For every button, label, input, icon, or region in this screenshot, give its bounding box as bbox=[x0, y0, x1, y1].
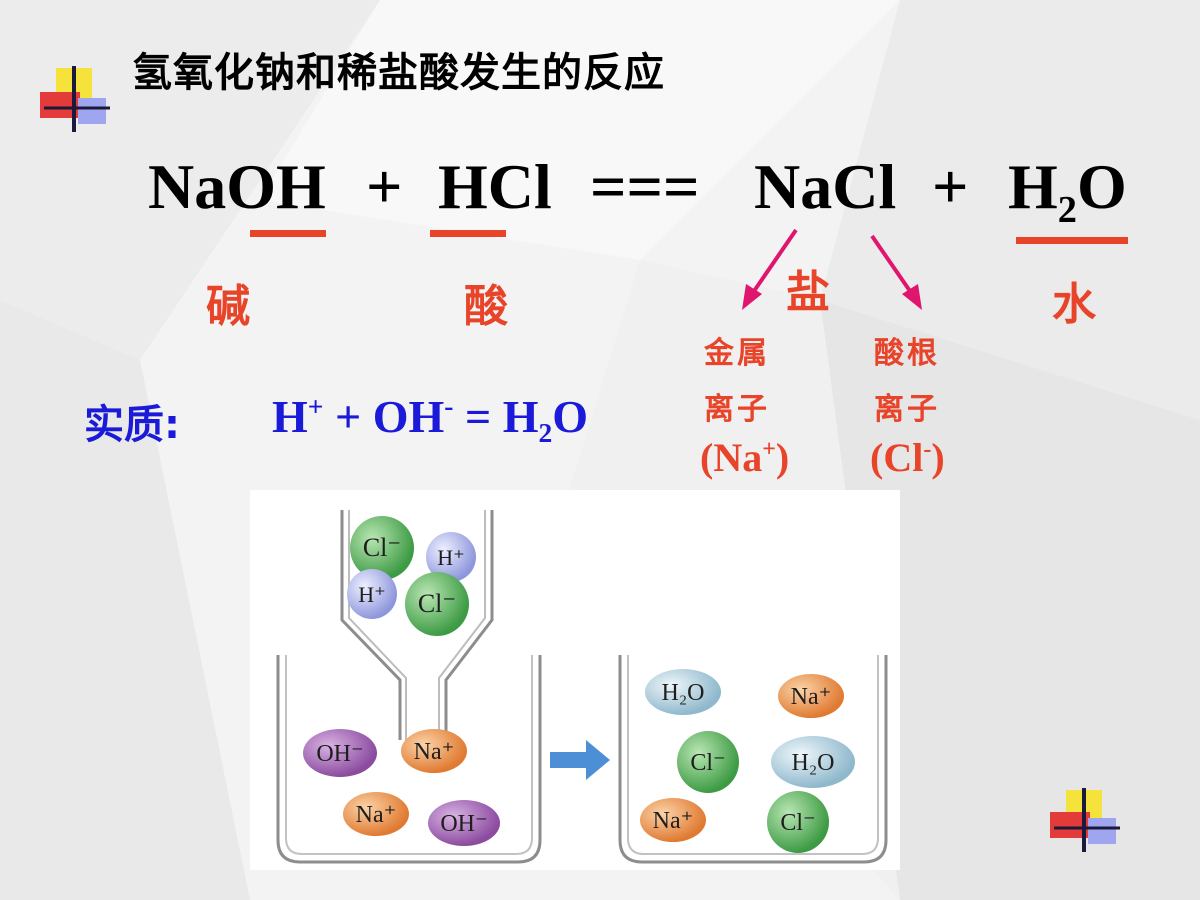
ion-cl-funnel-2: Cl⁻ bbox=[405, 572, 469, 636]
metal-ion-label-2: 离子 bbox=[704, 392, 770, 427]
right-beaker bbox=[618, 655, 888, 864]
metal-ion-label-1: 金属 bbox=[704, 336, 770, 371]
svg-text:Cl⁻: Cl⁻ bbox=[690, 750, 725, 776]
metal-ion-symbol: (Na+) bbox=[700, 435, 790, 480]
equation-nacl: NaCl bbox=[754, 151, 897, 222]
equation-plus-2: + bbox=[932, 151, 969, 222]
ion-cl-right-2: Cl⁻ bbox=[767, 791, 829, 853]
label-acid: 酸 bbox=[464, 281, 508, 332]
ion-h-funnel-2: H⁺ bbox=[347, 569, 397, 619]
equation-equals: === bbox=[590, 151, 700, 222]
acid-radical-symbol: (Cl-) bbox=[870, 435, 945, 480]
dropper-outline-right bbox=[444, 510, 494, 740]
essence-label: 实质: bbox=[84, 402, 180, 448]
ion-cl-right-1: Cl⁻ bbox=[677, 731, 739, 793]
corner-deco-bottom-right bbox=[1050, 788, 1120, 852]
left-beaker bbox=[276, 655, 542, 864]
ion-na-left-2: Na⁺ bbox=[343, 792, 409, 836]
reaction-diagram: Cl⁻ H⁺ H⁺ Cl⁻ OH⁻ Na⁺ Na⁺ OH⁻ H₂O Na⁺ Cl… bbox=[250, 490, 900, 870]
transition-arrow-icon bbox=[550, 740, 610, 780]
ion-cl-funnel-1: Cl⁻ bbox=[350, 516, 414, 580]
svg-text:H₂O: H₂O bbox=[791, 750, 834, 776]
ion-na-right-2: Na⁺ bbox=[640, 798, 706, 842]
svg-text:Na⁺: Na⁺ bbox=[653, 808, 694, 834]
svg-text:Na⁺: Na⁺ bbox=[414, 739, 455, 765]
label-base: 碱 bbox=[206, 281, 250, 332]
underline-h bbox=[430, 230, 506, 237]
equation-plus-1: + bbox=[366, 151, 403, 222]
underline-h2o bbox=[1016, 237, 1128, 244]
molecule-h2o-right-1: H₂O bbox=[645, 669, 721, 715]
salt-split-arrows bbox=[742, 228, 922, 310]
label-water: 水 bbox=[1052, 279, 1096, 330]
ion-h-funnel-1: H⁺ bbox=[426, 532, 476, 582]
svg-text:H⁺: H⁺ bbox=[437, 545, 465, 570]
ion-na-right-1: Na⁺ bbox=[778, 674, 844, 718]
essence-equation: H+ + OH- = H2O bbox=[272, 390, 589, 449]
molecule-h2o-right-2: H₂O bbox=[771, 736, 855, 788]
svg-text:Na⁺: Na⁺ bbox=[356, 802, 397, 828]
equation-h2o: H2O bbox=[1008, 151, 1127, 231]
acid-radical-label-2: 离子 bbox=[874, 392, 940, 427]
ion-oh-left-1: OH⁻ bbox=[303, 729, 377, 777]
ion-na-left-1: Na⁺ bbox=[401, 729, 467, 773]
svg-text:Cl⁻: Cl⁻ bbox=[418, 589, 456, 618]
svg-text:OH⁻: OH⁻ bbox=[440, 811, 487, 837]
svg-text:Cl⁻: Cl⁻ bbox=[363, 533, 401, 562]
label-salt: 盐 bbox=[786, 267, 830, 318]
dropper-outline-left bbox=[340, 510, 402, 740]
slide-title: 氢氧化钠和稀盐酸发生的反应 bbox=[132, 50, 665, 96]
svg-text:H⁺: H⁺ bbox=[358, 582, 386, 607]
ion-oh-left-2: OH⁻ bbox=[428, 800, 500, 846]
svg-text:Na⁺: Na⁺ bbox=[791, 684, 832, 710]
svg-text:Cl⁻: Cl⁻ bbox=[780, 810, 815, 836]
acid-radical-label-1: 酸根 bbox=[874, 336, 940, 371]
corner-deco-top-left bbox=[40, 66, 110, 132]
svg-text:OH⁻: OH⁻ bbox=[316, 741, 363, 767]
equation-hcl: HCl bbox=[438, 151, 552, 222]
equation-naoh: NaOH bbox=[148, 151, 326, 222]
underline-oh bbox=[250, 230, 326, 237]
svg-text:H₂O: H₂O bbox=[661, 680, 704, 706]
